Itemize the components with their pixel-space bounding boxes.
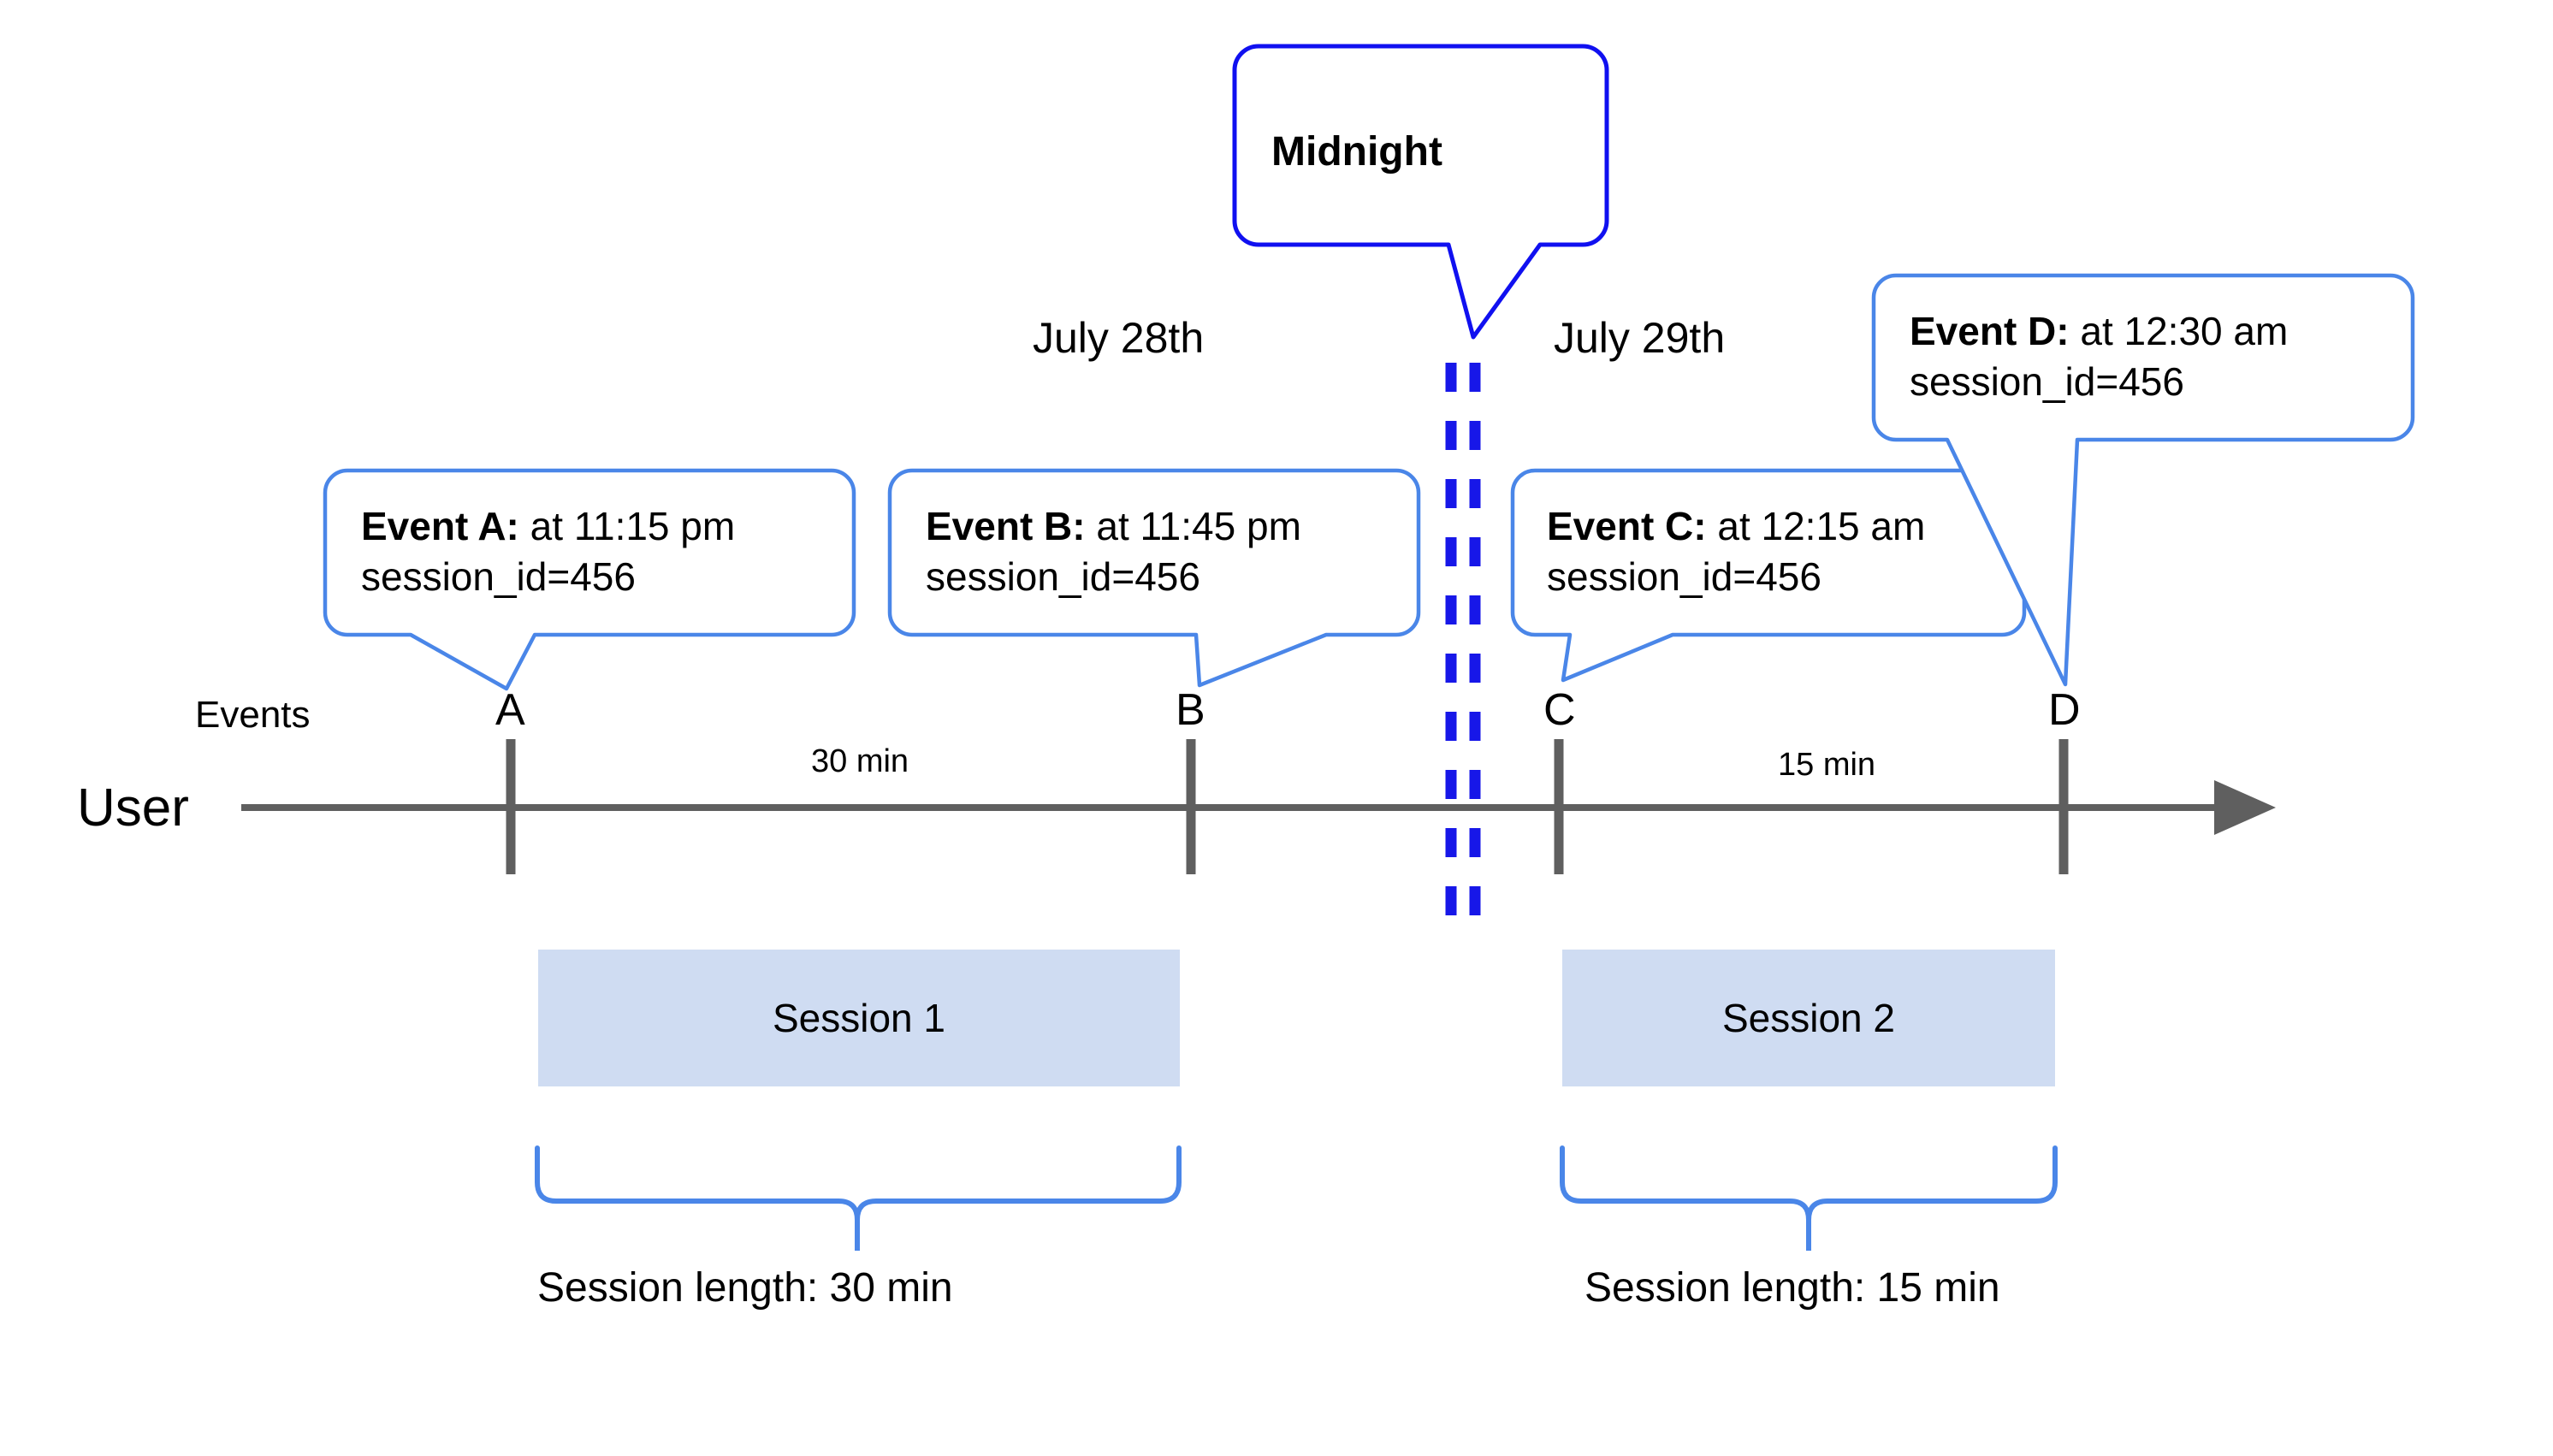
session-box-1: Session 1 [538, 950, 1180, 1086]
event-c-callout-text: Event C: at 12:15 am session_id=456 [1547, 501, 1925, 602]
session-box-1-label: Session 1 [772, 996, 945, 1040]
event-d-line-1: Event D: at 12:30 am [1910, 306, 2288, 357]
session-length-label-1: Session length: 30 min [537, 1265, 953, 1311]
event-c-title: Event C: [1547, 504, 1707, 548]
lane-label-user: User [77, 778, 189, 837]
event-d-title: Event D: [1910, 309, 2070, 353]
event-c-line-2: session_id=456 [1547, 553, 1821, 599]
lane-label-events: Events [195, 694, 311, 736]
event-d-callout-text: Event D: at 12:30 am session_id=456 [1910, 306, 2288, 407]
timeline-axis [241, 739, 2276, 874]
event-d-time: at 12:30 am [2069, 309, 2289, 353]
duration-label-a-to-b: 30 min [811, 743, 909, 779]
midnight-label: Midnight [1271, 129, 1442, 175]
session-1-brace [535, 1145, 1182, 1251]
session-length-label-2: Session length: 15 min [1585, 1265, 2000, 1311]
session-box-2: Session 2 [1562, 950, 2055, 1086]
event-b-time: at 11:45 pm [1085, 504, 1301, 548]
event-marker-label-a: A [495, 685, 525, 735]
midnight-bubble-path [1232, 44, 1609, 340]
midnight-dashed-lines [1445, 363, 1481, 924]
date-label-july-28: July 28th [1033, 314, 1205, 362]
event-marker-label-b: B [1176, 685, 1205, 735]
event-a-bubble-path [323, 468, 856, 691]
event-b-callout-text: Event B: at 11:45 pm session_id=456 [926, 501, 1301, 602]
event-c-line-1: Event C: at 12:15 am [1547, 501, 1925, 552]
event-c-callout-shape [1510, 468, 2027, 683]
event-a-line-1: Event A: at 11:15 pm [361, 501, 735, 552]
event-a-title: Event A: [361, 504, 519, 548]
event-a-callout-text: Event A: at 11:15 pm session_id=456 [361, 501, 735, 602]
event-a-callout-shape [323, 468, 856, 691]
session-2-brace-path [1560, 1145, 2058, 1251]
date-label-july-29: July 29th [1554, 314, 1726, 362]
event-c-bubble-path [1510, 468, 2027, 683]
event-d-line-2: session_id=456 [1910, 358, 2184, 404]
midnight-callout-shape [1232, 44, 1609, 340]
event-a-time: at 11:15 pm [518, 504, 736, 548]
duration-label-c-to-d: 15 min [1778, 747, 1876, 783]
event-marker-label-d: D [2048, 685, 2081, 735]
event-b-bubble-path [887, 468, 1421, 688]
event-d-bubble-path [1871, 273, 2415, 687]
event-c-time: at 12:15 am [1706, 504, 1926, 548]
event-d-callout-shape [1871, 273, 2415, 687]
session-box-2-label: Session 2 [1721, 996, 1895, 1040]
axis-arrowhead [2214, 780, 2276, 835]
session-1-brace-path [535, 1145, 1182, 1251]
event-marker-label-c: C [1543, 685, 1576, 735]
event-a-line-2: session_id=456 [361, 553, 636, 599]
event-b-title: Event B: [926, 504, 1086, 548]
session-2-brace [1560, 1145, 2058, 1251]
event-b-line-1: Event B: at 11:45 pm [926, 501, 1301, 552]
event-b-line-2: session_id=456 [926, 553, 1200, 599]
event-b-callout-shape [887, 468, 1421, 688]
